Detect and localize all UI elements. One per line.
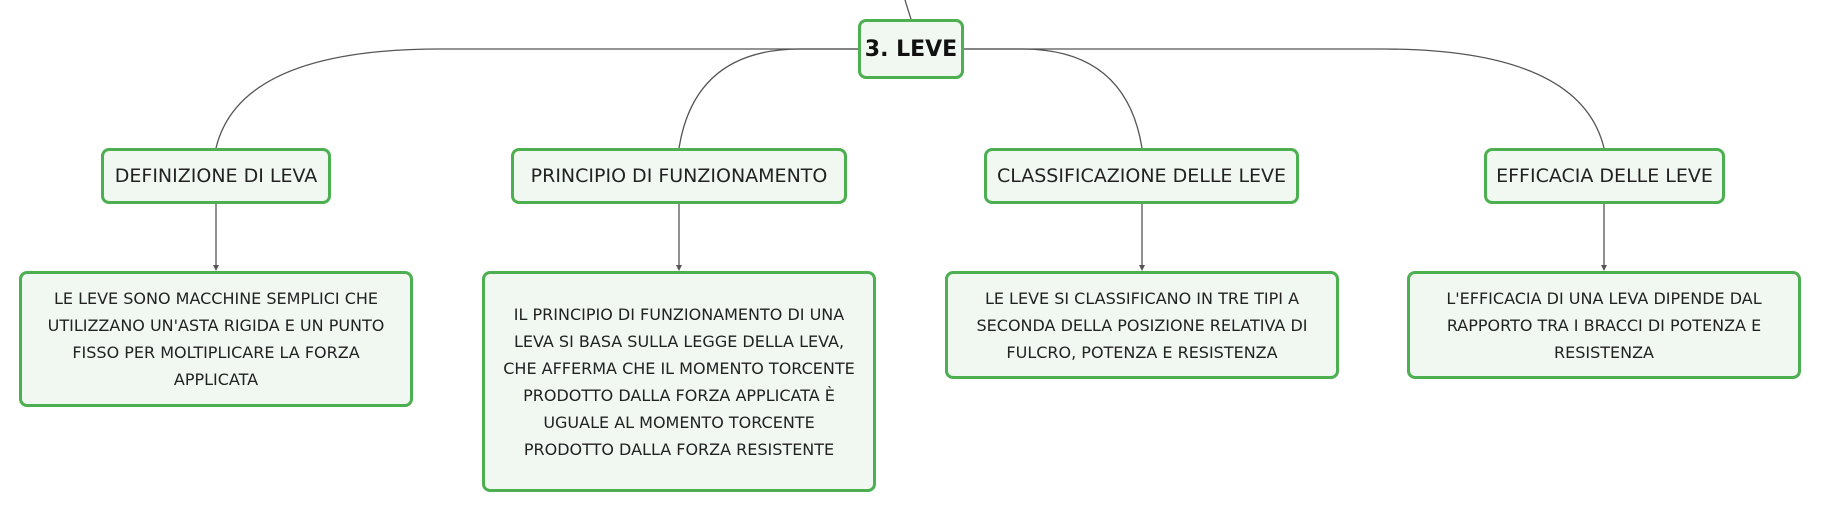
root-label: 3. LEVE <box>864 36 958 62</box>
detail-node-principio[interactable]: IL PRINCIPIO DI FUNZIONAMENTO DI UNA LEV… <box>482 271 876 492</box>
detail-text: L'EFFICACIA DI UNA LEVA DIPENDE DAL RAPP… <box>1446 288 1762 362</box>
detail-node-definizione[interactable]: LE LEVE SONO MACCHINE SEMPLICI CHE UTILI… <box>19 271 413 407</box>
detail-text: IL PRINCIPIO DI FUNZIONAMENTO DI UNA LEV… <box>503 304 855 459</box>
detail-node-efficacia[interactable]: L'EFFICACIA DI UNA LEVA DIPENDE DAL RAPP… <box>1407 271 1801 379</box>
detail-node-classificazione[interactable]: LE LEVE SI CLASSIFICANO IN TRE TIPI A SE… <box>945 271 1339 379</box>
detail-text: LE LEVE SONO MACCHINE SEMPLICI CHE UTILI… <box>47 289 385 389</box>
detail-text: LE LEVE SI CLASSIFICANO IN TRE TIPI A SE… <box>976 288 1308 362</box>
root-node[interactable]: 3. LEVE <box>858 19 964 79</box>
arrowhead-definizione <box>213 265 219 271</box>
arrowhead-principio <box>676 265 682 271</box>
connector-root-to-principio <box>678 48 858 149</box>
topic-node-classificazione[interactable]: CLASSIFICAZIONE DELLE LEVE <box>984 148 1299 204</box>
topic-node-efficacia[interactable]: EFFICACIA DELLE LEVE <box>1484 148 1725 204</box>
connector-parent-to-root <box>904 0 912 20</box>
topic-label: CLASSIFICAZIONE DELLE LEVE <box>996 165 1287 187</box>
arrowhead-efficacia <box>1601 265 1607 271</box>
topic-label: EFFICACIA DELLE LEVE <box>1496 165 1713 187</box>
topic-label: PRINCIPIO DI FUNZIONAMENTO <box>530 165 828 187</box>
connector-root-to-efficacia <box>964 48 1605 149</box>
arrowhead-classifica <box>1139 265 1145 271</box>
topic-label: DEFINIZIONE DI LEVA <box>114 165 318 187</box>
connector-root-to-classifica <box>964 48 1143 149</box>
topic-node-definizione[interactable]: DEFINIZIONE DI LEVA <box>101 148 331 204</box>
connector-root-to-definizione <box>215 48 858 149</box>
topic-node-principio[interactable]: PRINCIPIO DI FUNZIONAMENTO <box>511 148 847 204</box>
